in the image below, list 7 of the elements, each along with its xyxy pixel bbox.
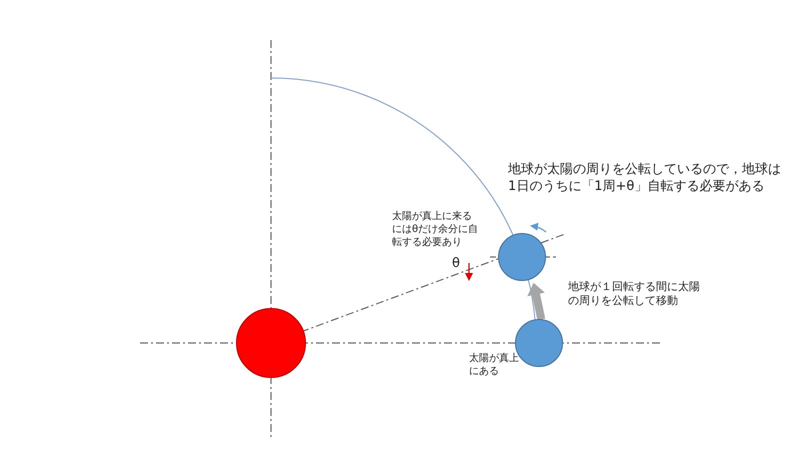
note-text: 地球が１回転する間に太陽の周りを公転して移動	[568, 280, 701, 309]
earth-circle	[498, 233, 546, 281]
block-arrow	[527, 282, 546, 320]
note-text: 太陽が真上に来るにはθだけ余分に自転する必要あり	[392, 210, 480, 249]
note-text: 地球が太陽の周りを公転しているので，地球は1日のうちに「1周+θ」自転する必要がある	[508, 162, 782, 196]
note-text: 太陽が真上にある	[469, 352, 520, 378]
angle-label: θ	[452, 256, 461, 273]
